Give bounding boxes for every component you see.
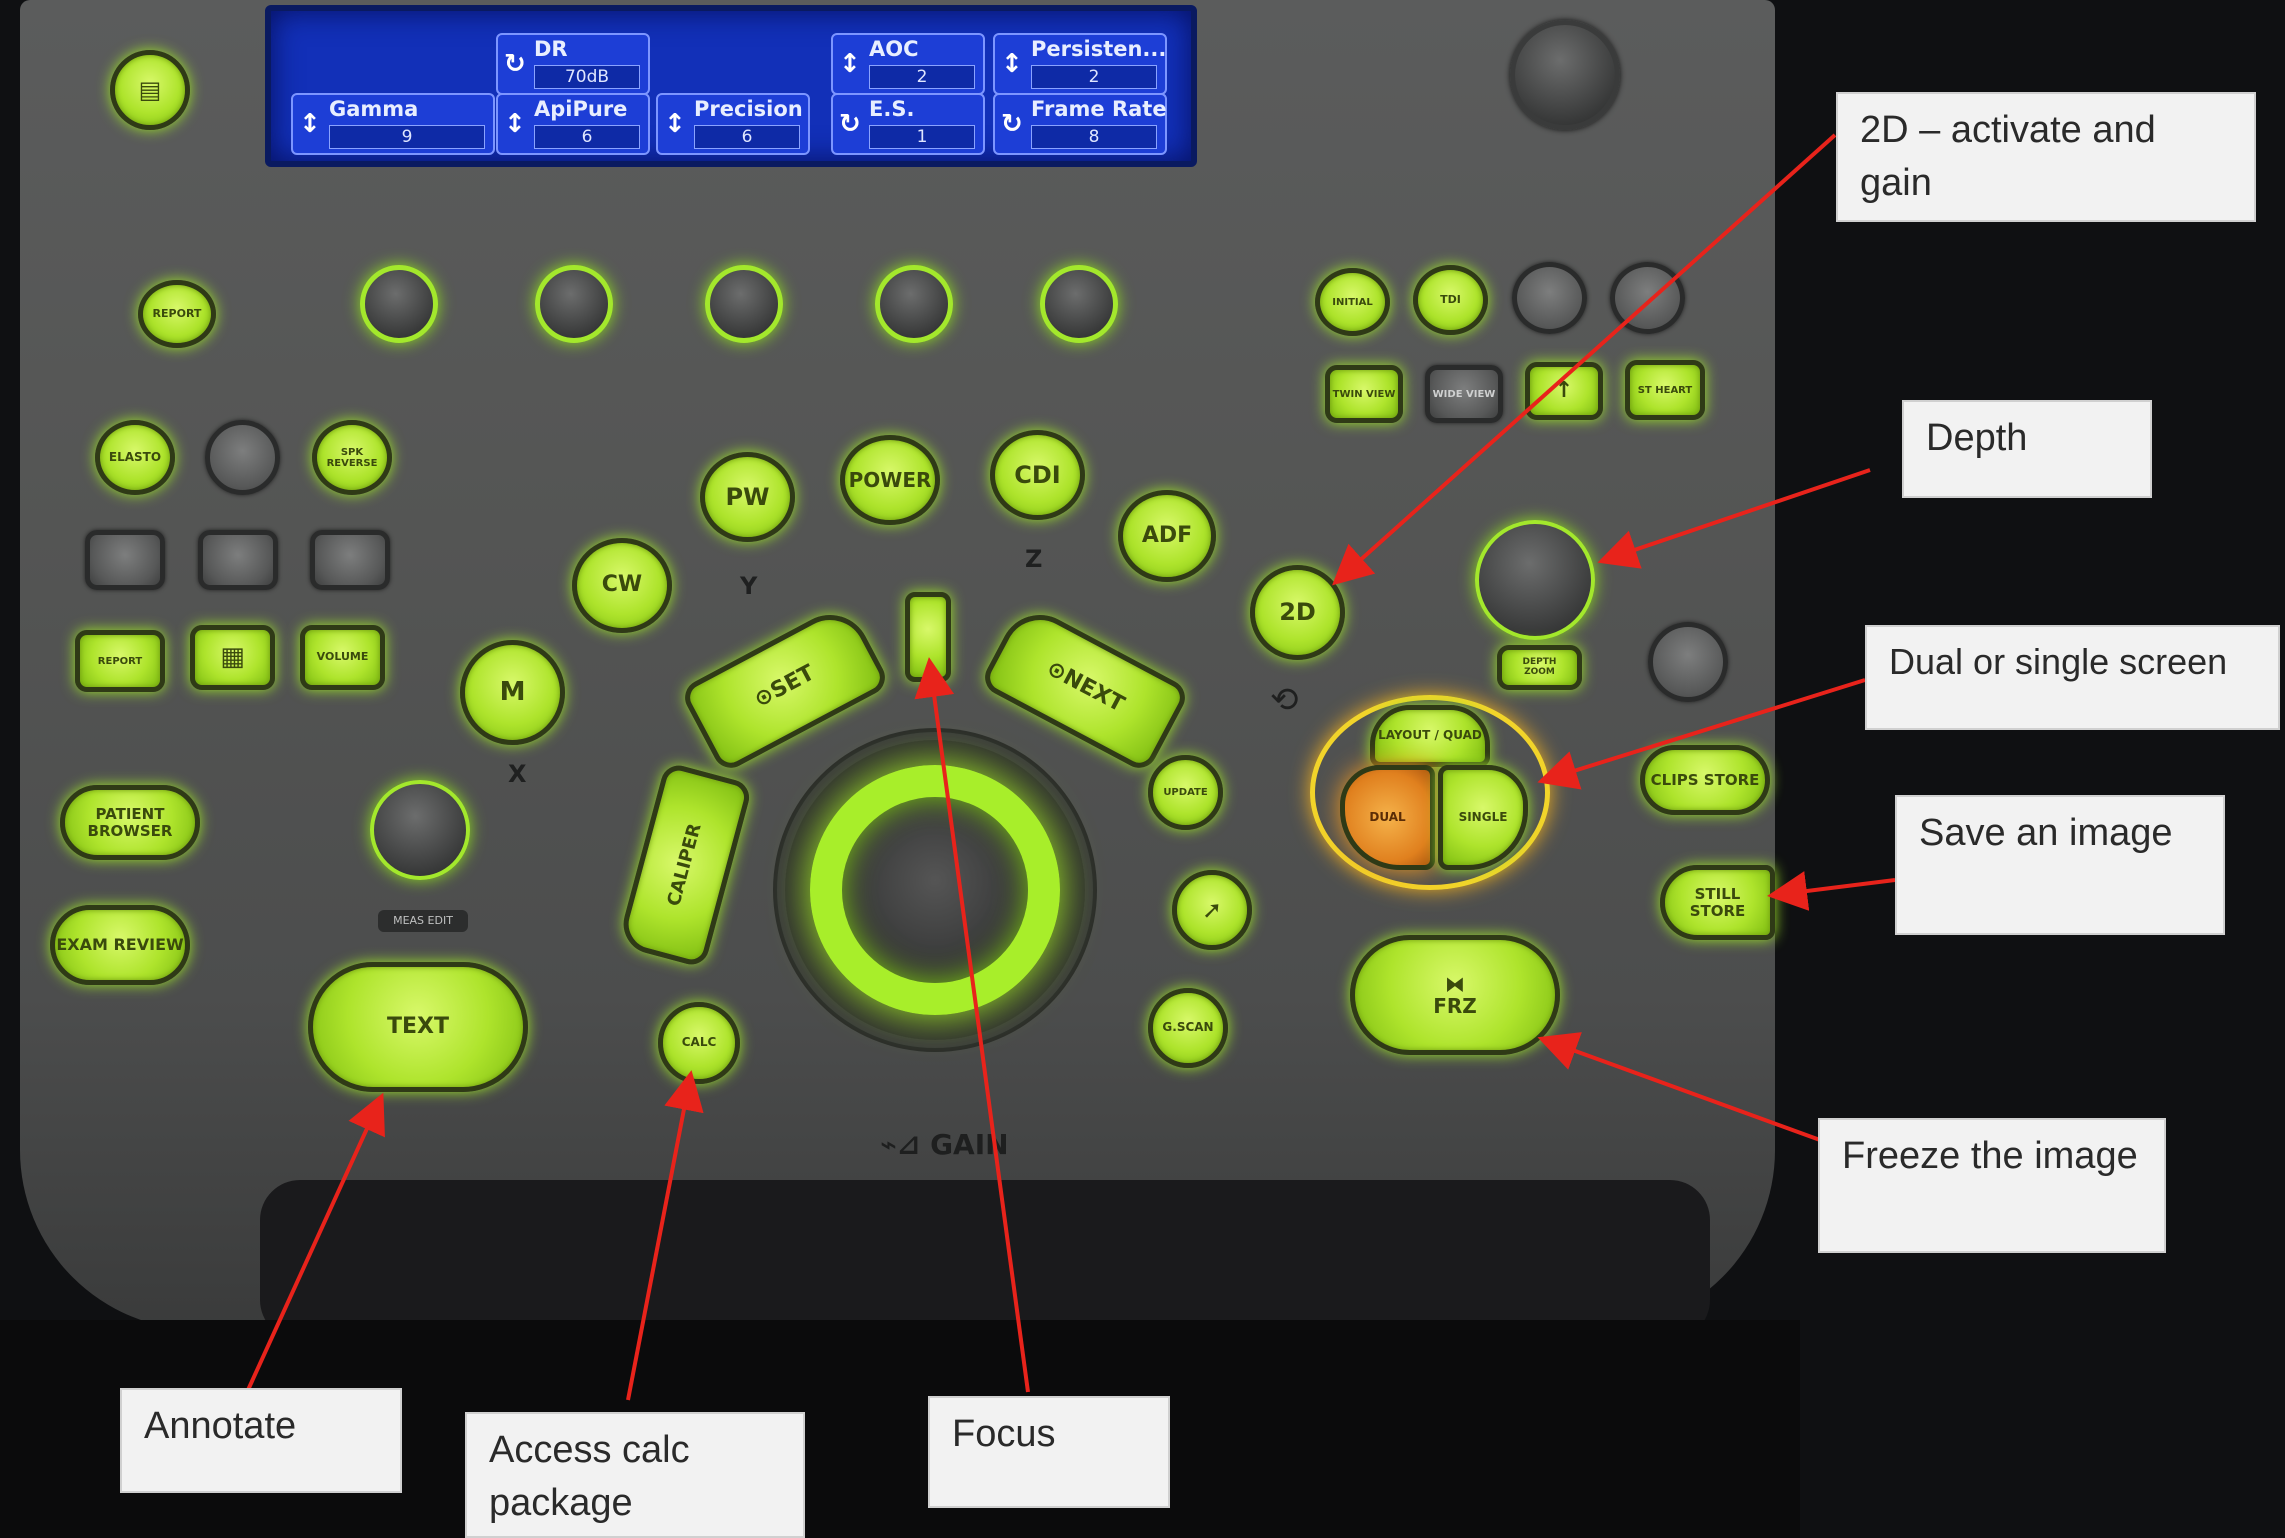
cursor-arrow-icon: ➚ — [1201, 895, 1223, 924]
m-mode-button[interactable]: M — [460, 640, 565, 745]
lcd-precision[interactable]: ↕ Precision 6 — [656, 93, 810, 155]
blank-round-right-2[interactable] — [1610, 262, 1685, 334]
y-axis-label: Y — [740, 572, 758, 600]
patient-browser-button[interactable]: PATIENT BROWSER — [60, 785, 200, 860]
callout-dual: Dual or single screen — [1865, 625, 2280, 730]
report-key[interactable]: REPORT — [75, 630, 165, 692]
spk-reverse-button[interactable]: SPK REVERSE — [312, 420, 392, 495]
arrow-focus — [914, 657, 1030, 1393]
update-button[interactable]: UPDATE — [1148, 755, 1223, 830]
tgc-knob-5[interactable] — [1040, 265, 1118, 343]
tgc-knob-3[interactable] — [705, 265, 783, 343]
depth-zoom-button[interactable]: DEPTH ZOOM — [1497, 645, 1582, 690]
2d-gain-icon: ⌁⊿ — [880, 1128, 931, 1161]
arrow-depth — [1597, 468, 1871, 569]
power-button[interactable]: POWER — [840, 435, 940, 525]
blank-key-3[interactable] — [310, 530, 390, 590]
blank-round-button[interactable] — [205, 420, 280, 495]
x-axis-label: X — [508, 760, 527, 788]
layout-cluster-ring — [1310, 695, 1550, 890]
tdi-button[interactable]: TDI — [1413, 265, 1488, 335]
arrow-dual — [1537, 678, 1866, 790]
lcd-frame-rate[interactable]: ↻ Frame Rate 8 — [993, 93, 1167, 155]
pointer-button[interactable]: ➚ — [1172, 870, 1252, 950]
elasto-button[interactable]: ELASTO — [95, 420, 175, 495]
updown-icon: ↕ — [664, 109, 686, 139]
arrow-save — [1767, 871, 1896, 911]
probe-icon: ▤ — [138, 75, 162, 104]
probe-button[interactable]: ▤ — [110, 50, 190, 130]
clips-store-button[interactable]: CLIPS STORE — [1640, 745, 1770, 815]
twin-view-key[interactable]: TWIN VIEW — [1325, 365, 1403, 423]
image-icon: ▦ — [220, 642, 245, 673]
report-button[interactable]: REPORT — [138, 280, 216, 348]
g-scan-button[interactable]: G.SCAN — [1148, 988, 1228, 1068]
tgc-knob-1[interactable] — [360, 265, 438, 343]
depth-knob[interactable] — [1475, 520, 1595, 640]
rotate-icon: ↻ — [839, 109, 861, 139]
callout-calc: Access calc package — [465, 1412, 805, 1538]
arrow-2d — [1332, 133, 1837, 586]
blank-key-1[interactable] — [85, 530, 165, 590]
adf-button[interactable]: ADF — [1118, 490, 1216, 582]
arrow-calc — [626, 1070, 704, 1401]
callout-depth: Depth — [1902, 400, 2152, 498]
callout-focus: Focus — [928, 1396, 1170, 1508]
image-key[interactable]: ▦ — [190, 625, 275, 690]
updown-icon: ↕ — [1001, 49, 1023, 79]
st-heart-key[interactable]: ST HEART — [1625, 360, 1705, 420]
updown-icon: ↕ — [504, 109, 526, 139]
rotate-icon: ↻ — [1001, 109, 1023, 139]
volume-key[interactable]: VOLUME — [300, 625, 385, 690]
updown-icon: ↕ — [299, 109, 321, 139]
lcd-dr[interactable]: ↻ DR 70dB — [496, 33, 650, 95]
blank-round-right-3[interactable] — [1648, 622, 1728, 702]
lcd-parameter-panel: ↕ Gamma 9 ↻ DR 70dB ↕ ApiPure 6 ↕ Precis… — [265, 5, 1197, 167]
callout-freeze: Freeze the image — [1818, 1118, 2166, 1253]
cdi-button[interactable]: CDI — [990, 430, 1085, 520]
freeze-button[interactable]: ⧓ FRZ — [1350, 935, 1560, 1055]
exam-review-button[interactable]: EXAM REVIEW — [50, 905, 190, 985]
top-right-knob[interactable] — [1510, 20, 1620, 130]
callout-save: Save an image — [1895, 795, 2225, 935]
arrow-freeze — [1537, 1032, 1821, 1142]
still-store-button[interactable]: STILL STORE — [1660, 865, 1775, 940]
rotate-2d-icon: ⟲ — [1270, 680, 1299, 720]
initial-button[interactable]: INITIAL — [1315, 268, 1390, 336]
tgc-knob-2[interactable] — [535, 265, 613, 343]
freeze-icon: ⧓ — [1445, 972, 1465, 996]
cw-button[interactable]: CW — [572, 538, 672, 633]
lcd-apipure[interactable]: ↕ ApiPure 6 — [496, 93, 650, 155]
meas-edit-label: MEAS EDIT — [378, 910, 468, 932]
wide-view-key[interactable]: WIDE VIEW — [1425, 365, 1503, 423]
tgc-knob-4[interactable] — [875, 265, 953, 343]
text-button[interactable]: TEXT — [308, 962, 528, 1092]
2d-mode-button[interactable]: 2D — [1250, 565, 1345, 660]
blank-key-2[interactable] — [198, 530, 278, 590]
callout-2d: 2D – activate and gain — [1836, 92, 2256, 222]
pw-button[interactable]: PW — [700, 452, 795, 542]
lcd-aoc[interactable]: ↕ AOC 2 — [831, 33, 985, 95]
console-lower-recess — [260, 1180, 1710, 1340]
z-axis-label: Z — [1025, 545, 1043, 573]
lcd-es[interactable]: ↻ E.S. 1 — [831, 93, 985, 155]
callout-annotate: Annotate — [120, 1388, 402, 1493]
rotate-icon: ↻ — [504, 49, 526, 79]
single-button[interactable]: SINGLE — [1438, 765, 1528, 870]
arrow-key[interactable]: ↑ — [1525, 362, 1603, 420]
updown-icon: ↕ — [839, 49, 861, 79]
lcd-gamma[interactable]: ↕ Gamma 9 — [291, 93, 495, 155]
layout-quad-button[interactable]: LAYOUT / QUAD — [1370, 705, 1490, 767]
blank-round-right-1[interactable] — [1512, 262, 1587, 334]
meas-edit-knob[interactable] — [370, 780, 470, 880]
arrow-annotate — [246, 1092, 385, 1391]
